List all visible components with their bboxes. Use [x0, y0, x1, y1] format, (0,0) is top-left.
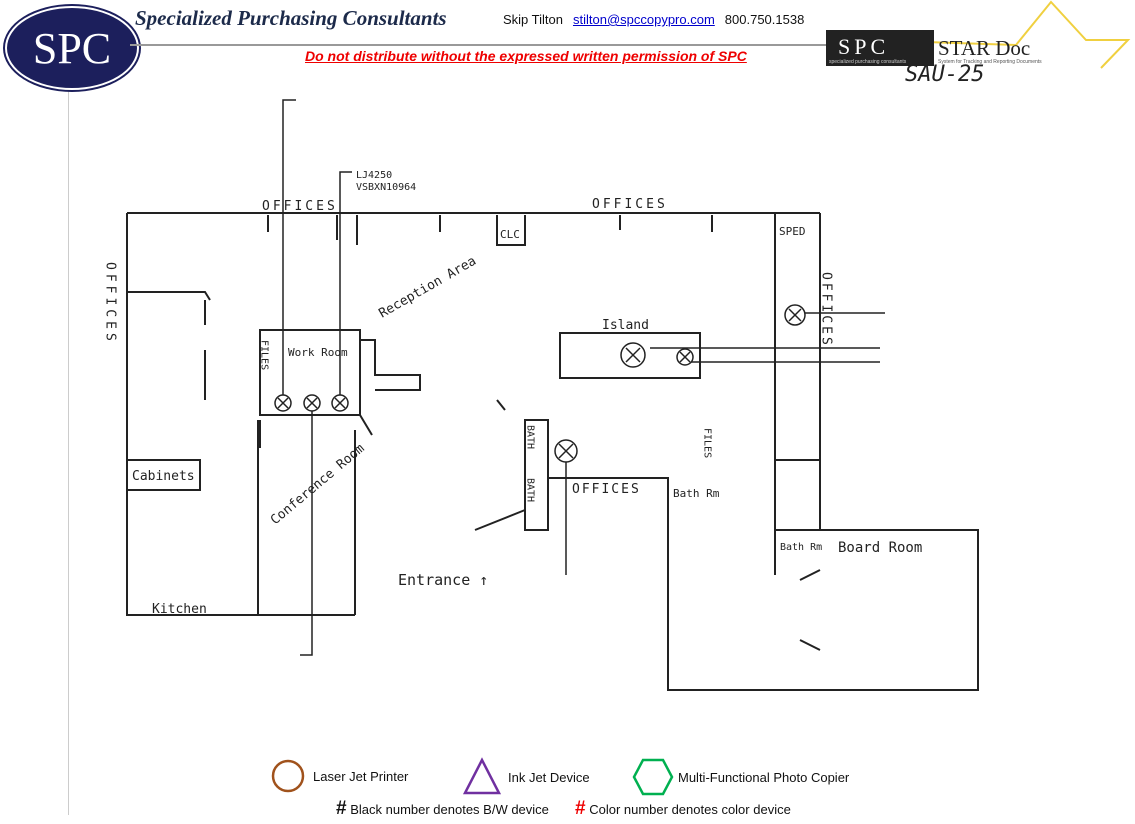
spc-logo: SPC [5, 6, 139, 90]
label-offices: OFFICES [819, 272, 834, 348]
device-marker-x-icon[interactable] [676, 348, 694, 366]
label-entrance: Entrance ↑ [398, 571, 488, 589]
legend-copier-label: Multi-Functional Photo Copier [678, 770, 850, 785]
device-marker-x-icon[interactable] [303, 394, 321, 412]
contact-name: Skip Tilton [503, 12, 563, 27]
page-edge [68, 85, 69, 815]
label-bath-room: Bath Rm [673, 487, 720, 500]
label-board-room: Board Room [838, 540, 922, 556]
label-island: Island [602, 318, 649, 333]
color-hash-icon: # [575, 798, 586, 819]
contact-phone: 800.750.1538 [724, 12, 805, 27]
device-marker-x-icon[interactable] [554, 439, 578, 463]
header-divider [130, 44, 830, 46]
document-id: SAU-25 [905, 62, 985, 87]
label-bath: BATH [525, 425, 536, 449]
label-work-room: Work Room [288, 346, 348, 359]
label-offices: OFFICES [103, 262, 118, 345]
legend-color-note: # Color number denotes color device [575, 798, 791, 820]
star-logo-dark-block [826, 30, 934, 66]
label-offices: OFFICES [592, 197, 668, 212]
device-marker-x-icon[interactable] [274, 394, 292, 412]
device-lines [282, 99, 885, 656]
label-conference-room: Conference Room [268, 441, 368, 528]
star-logo-sub: specialized purchasing consultants [829, 59, 907, 65]
walls [126, 212, 979, 691]
label-offices: OFFICES [262, 199, 338, 214]
legend-inkjet-label: Ink Jet Device [508, 770, 590, 785]
label-kitchen: Kitchen [152, 602, 207, 617]
laser-printer-circle-icon [271, 759, 305, 793]
label-offices: OFFICES [572, 482, 641, 497]
distribution-warning: Do not distribute without the expressed … [305, 48, 747, 64]
label-files: FILES [702, 428, 713, 458]
device-note-model: LJ4250 [356, 170, 392, 181]
label-bath-room: Bath Rm [780, 542, 822, 553]
legend-icons [271, 757, 674, 796]
color-note-text: Color number denotes color device [589, 802, 791, 817]
company-name: Specialized Purchasing Consultants [135, 6, 447, 30]
star-logo-spc: SPC [838, 34, 889, 59]
device-marker-x-icon[interactable] [784, 304, 806, 326]
label-reception-area: Reception Area [377, 254, 479, 322]
label-cabinets: Cabinets [132, 469, 195, 484]
legend-bw-note: # Black number denotes B/W device [336, 798, 549, 820]
device-marker-x-icon[interactable] [620, 342, 646, 368]
copier-hexagon-icon [632, 758, 674, 796]
label-clc: CLC [500, 228, 520, 241]
logo-text: SPC [32, 23, 112, 73]
label-bath: BATH [525, 478, 536, 502]
device-marker-x-icon[interactable] [331, 394, 349, 412]
label-sped: SPED [779, 225, 806, 238]
inkjet-triangle-icon [462, 757, 502, 795]
contact-email-link[interactable]: stilton@spccopypro.com [572, 12, 715, 27]
star-logo-tagline: System for Tracking and Reporting Docume… [938, 59, 1042, 65]
label-files: FILES [259, 340, 270, 370]
contact-info: Skip Tilton stilton@spccopypro.com 800.750… [503, 12, 804, 27]
legend-laser-label: Laser Jet Printer [313, 769, 409, 784]
device-note-serial: VSBXN10964 [356, 182, 416, 193]
bw-hash-icon: # [336, 798, 347, 819]
star-logo-title: STAR Doc [938, 36, 1030, 60]
star-outline-icon [925, 0, 1131, 69]
star-doc-logo: SPC specialized purchasing consultants S… [826, 0, 1131, 69]
bw-note-text: Black number denotes B/W device [350, 802, 549, 817]
